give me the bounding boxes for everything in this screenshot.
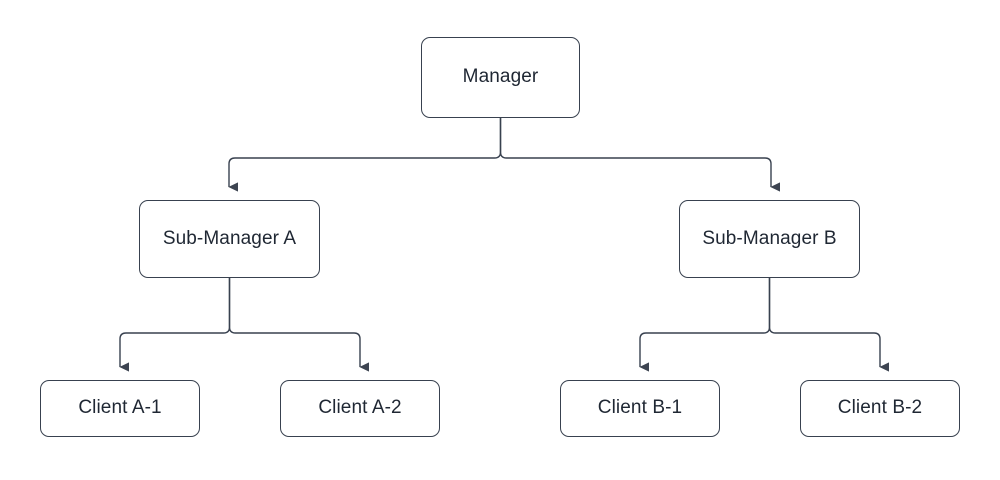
node-client-a-1[interactable]: Client A-1 xyxy=(40,380,200,437)
node-sub-manager-b[interactable]: Sub-Manager B xyxy=(679,200,860,278)
node-manager[interactable]: Manager xyxy=(421,37,580,118)
edge-sub-manager-b-to-client-b-2 xyxy=(768,278,889,372)
edge-manager-to-sub-manager-b xyxy=(499,118,780,192)
node-client-a-2-label: Client A-2 xyxy=(318,397,402,419)
edge-sub-manager-b-to-client-b-1 xyxy=(639,278,771,372)
node-client-b-1-label: Client B-1 xyxy=(597,397,683,419)
node-client-b-2-label: Client B-2 xyxy=(837,397,923,419)
edge-sub-manager-a-to-client-a-1 xyxy=(119,278,231,372)
edge-manager-to-sub-manager-a xyxy=(228,118,502,192)
node-sub-manager-b-label: Sub-Manager B xyxy=(702,227,837,249)
node-sub-manager-a[interactable]: Sub-Manager A xyxy=(139,200,320,278)
node-client-a-1-label: Client A-1 xyxy=(78,397,162,419)
edge-sub-manager-a-to-client-a-2 xyxy=(228,278,369,372)
node-client-b-2[interactable]: Client B-2 xyxy=(800,380,960,437)
node-client-b-1[interactable]: Client B-1 xyxy=(560,380,720,437)
node-sub-manager-a-label: Sub-Manager A xyxy=(162,227,297,249)
node-manager-label: Manager xyxy=(462,66,539,88)
node-client-a-2[interactable]: Client A-2 xyxy=(280,380,440,437)
